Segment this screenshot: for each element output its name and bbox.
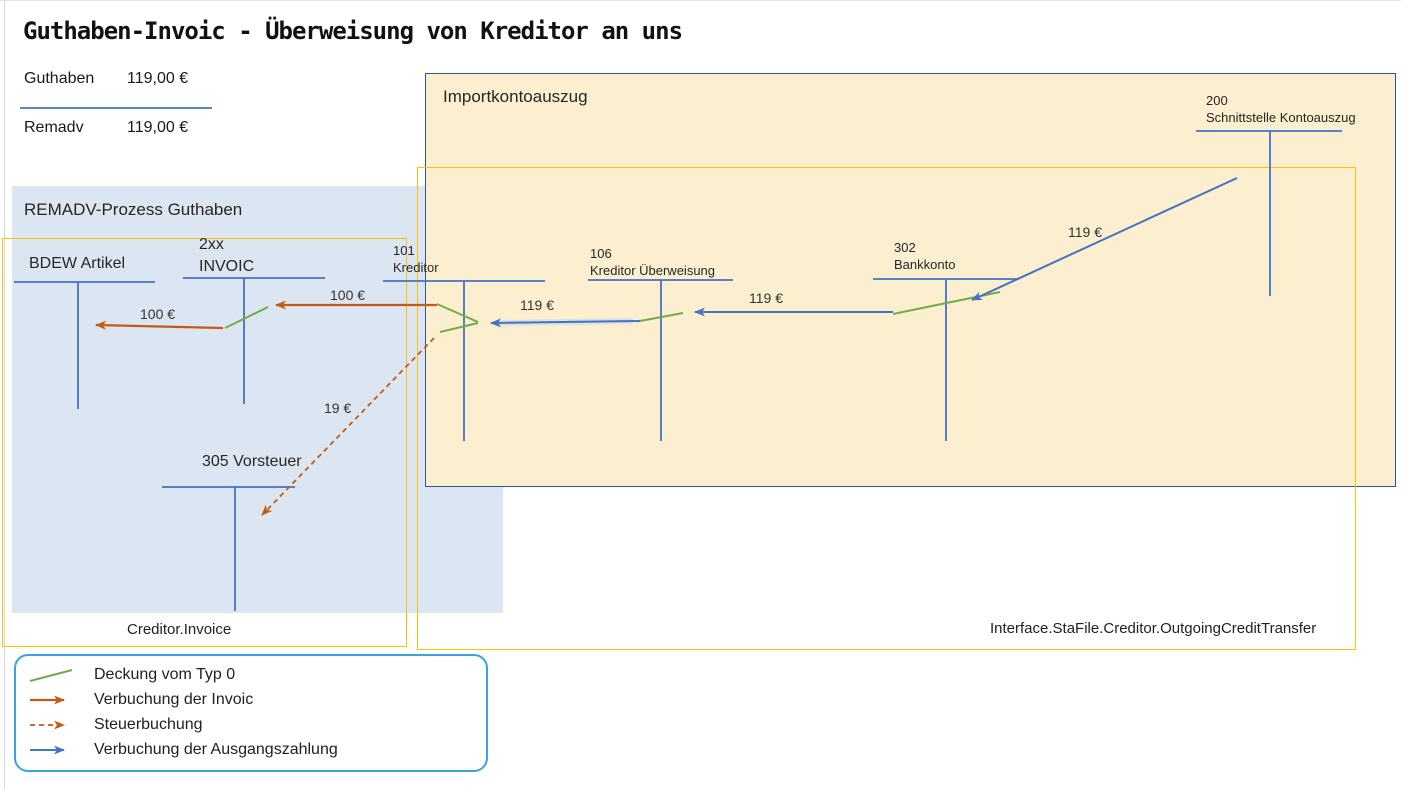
page-title: Guthaben-Invoic - Überweisung von Kredit… [23,17,683,45]
legend-item-payment: Verbuchung der Ausgangszahlung [22,737,486,762]
summary-row2-label: Remadv [24,119,84,136]
legend-label: Verbuchung der Ausgangszahlung [94,740,338,758]
account-305-vorsteuer: 305 Vorsteuer [202,453,302,470]
green-line-icon [29,668,73,682]
outgoing-credit-transfer-label: Interface.StaFile.Creditor.OutgoingCredi… [990,620,1317,637]
creditor-invoice-label: Creditor.Invoice [127,621,232,638]
amount-bank-to-ueberweisung: 119 € [749,290,783,306]
outgoing-credit-transfer-frame [417,167,1356,650]
legend-label: Steuerbuchung [94,715,203,733]
orange-dashed-arrow-icon [30,720,65,729]
summary-row1-label: Guthaben [24,70,95,87]
import-box-title: Importkontoauszug [443,87,588,106]
amount-invoice-to-bdew: 100 € [140,306,176,322]
legend-label: Verbuchung der Invoic [94,690,254,708]
account-invoic-code: 2xx [199,236,224,253]
account-bdew-artikel: BDEW Artikel [29,255,126,272]
legend-box: Deckung vom Typ 0 Verbuchung der Invoic … [14,654,488,772]
legend-item-tax: Steuerbuchung [22,712,486,737]
summary-row2-value: 119,00 € [127,119,189,136]
blue-arrow-icon [30,745,65,754]
amount-kreditor-to-invoic: 100 € [330,287,366,303]
legend-item-invoice: Verbuchung der Invoic [22,687,486,712]
orange-arrow-icon [30,695,65,704]
legend-label: Deckung vom Typ 0 [94,665,236,683]
account-invoic-name: INVOIC [199,258,255,275]
amount-tax: 19 € [324,400,352,416]
amount-schnittstelle-to-bank: 119 € [1068,224,1102,240]
remadv-box-title: REMADV-Prozess Guthaben [24,200,243,219]
legend-item-coverage: Deckung vom Typ 0 [22,662,486,687]
amount-ueberweisung-to-kreditor: 119 € [520,297,554,313]
summary-row1-value: 119,00 € [127,70,189,87]
slide-edge-line [4,1,5,789]
